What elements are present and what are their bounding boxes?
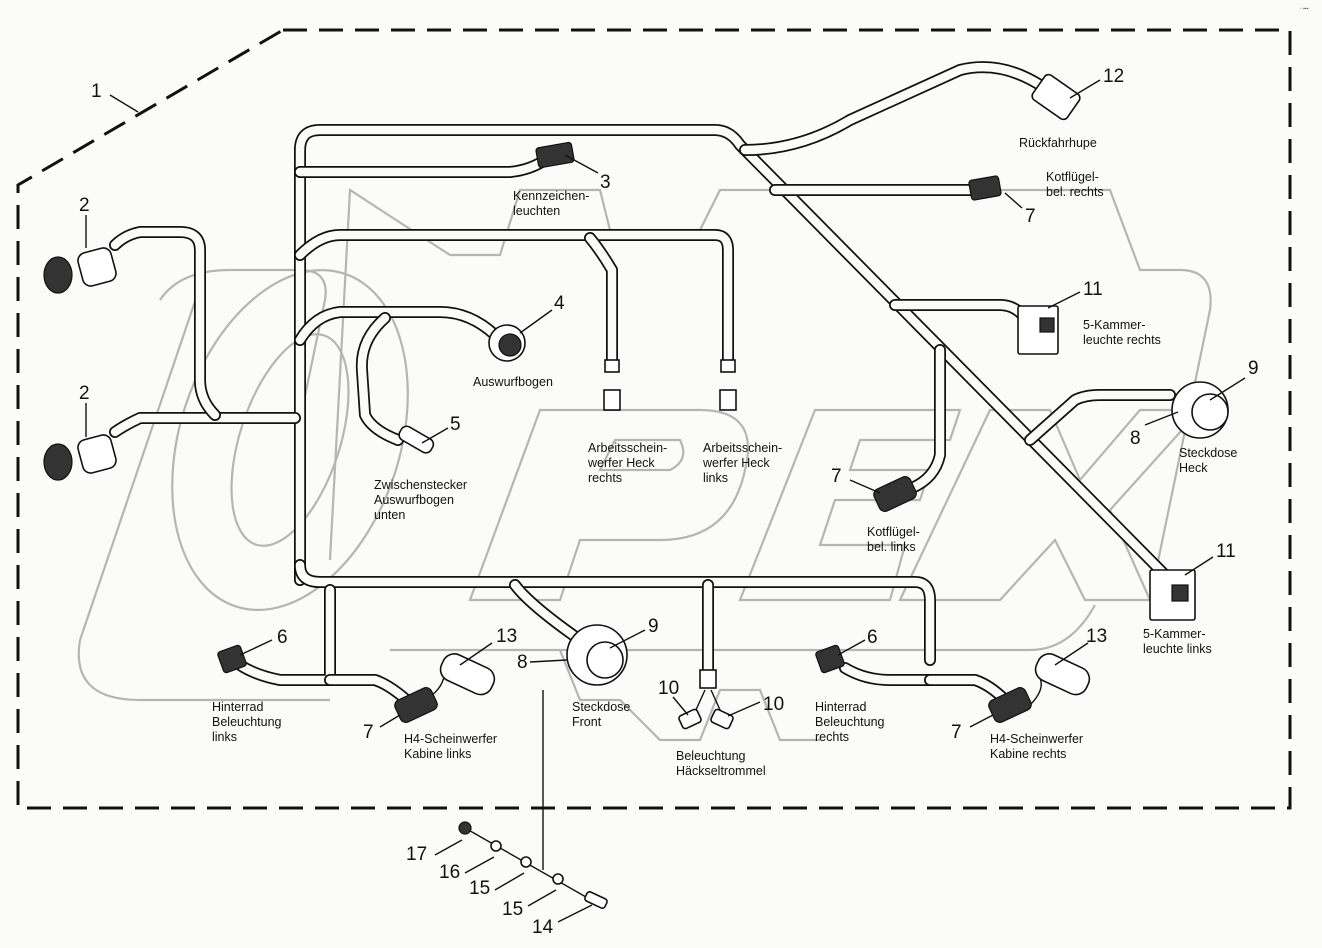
- connector-arbeits-links: [719, 359, 737, 411]
- assembly-boundary: [16, 28, 1292, 810]
- connector-13-h4-rechts: [1034, 653, 1091, 696]
- callout-7-h4-links: 7: [363, 722, 374, 743]
- label-kotfluegel-rechts: Kotflügel-bel. rechts: [1046, 170, 1104, 199]
- callout-6-left: 6: [277, 627, 288, 648]
- callout-9-front: 9: [648, 616, 659, 637]
- connector-3: [535, 141, 575, 169]
- component-labels: Rückfahrhupe Kotflügel-bel. rechts Kennz…: [212, 136, 1237, 778]
- connector-13-h4-links: [439, 653, 496, 696]
- label-kammer-rechts: 5-Kammer-leuchte rechts: [1083, 318, 1161, 347]
- callout-13-left: 13: [496, 626, 517, 647]
- callout-2-lower: 2: [79, 383, 90, 404]
- connector-9-steckdose-front: [566, 624, 628, 686]
- label-kammer-links: 5-Kammer-leuchte links: [1143, 627, 1212, 656]
- wiring-harness: [109, 61, 1176, 713]
- callout-5: 5: [450, 414, 461, 435]
- opex-watermark: [77, 188, 1212, 742]
- callout-13-right: 13: [1086, 626, 1107, 647]
- callout-3: 3: [600, 172, 611, 193]
- connector-2-lower: [43, 434, 117, 481]
- callout-11-links: 11: [1216, 541, 1236, 562]
- callout-7-kotfluegel-links: 7: [831, 466, 842, 487]
- callout-16: 16: [439, 862, 460, 883]
- connector-2-upper: [43, 247, 117, 294]
- connector-12-rueckfahrhupe: [1031, 73, 1081, 121]
- corner-mark: ▫ ▪▪▪: [1300, 6, 1309, 12]
- connector-11-kammer-links: [1149, 569, 1196, 621]
- callout-14: 14: [532, 917, 554, 938]
- connector-9-steckdose-heck: [1171, 381, 1229, 439]
- mounting-hardware: [458, 690, 608, 909]
- callout-4: 4: [554, 293, 565, 314]
- callout-8-front: 8: [517, 652, 528, 673]
- connector-6-hinterrad-links: [217, 644, 247, 674]
- connector-7-h4-links: [394, 687, 438, 723]
- connector-10-haeckseltrommel: [678, 669, 734, 730]
- callout-11-rechts: 11: [1083, 279, 1103, 300]
- connector-7-kotfluegel-links: [873, 476, 917, 512]
- callout-10-left: 10: [658, 678, 679, 699]
- connector-4-auswurfbogen: [488, 324, 526, 362]
- connector-6-hinterrad-rechts: [815, 644, 845, 674]
- callout-12: 12: [1103, 66, 1124, 87]
- callout-7-kotfluegel-rechts: 7: [1025, 206, 1036, 227]
- leader-lines: [85, 79, 1246, 923]
- label-kennzeichen: Kennzeichen-leuchten: [513, 189, 589, 218]
- callout-1: 1: [91, 81, 102, 102]
- connector-5-zwischenstecker: [398, 425, 435, 454]
- label-auswurfbogen: Auswurfbogen: [473, 375, 553, 389]
- callout-2-upper: 2: [79, 195, 90, 216]
- connector-11-kammer-rechts: [1017, 305, 1059, 355]
- connector-7-kotfluegel-rechts: [968, 175, 1002, 201]
- label-rueckfahrhupe: Rückfahrhupe: [1019, 136, 1097, 150]
- label-kotfluegel-links: Kotflügel-bel. links: [867, 525, 920, 554]
- callout-numbers: 1 2 2 3 4 5 6 6 7 7 7 7 8 8 9 9 10 10 11…: [79, 66, 1259, 938]
- callout-6-right: 6: [867, 627, 878, 648]
- callout-15-upper: 15: [469, 878, 490, 899]
- connector-arbeits-rechts: [603, 359, 621, 411]
- connector-7-h4-rechts: [988, 687, 1032, 723]
- callout-10-right: 10: [763, 694, 784, 715]
- callout-15-lower: 15: [502, 899, 523, 920]
- callout-9-heck: 9: [1248, 358, 1259, 379]
- callout-17: 17: [406, 844, 427, 865]
- callout-8-heck: 8: [1130, 428, 1141, 449]
- callout-7-h4-right: 7: [951, 722, 962, 743]
